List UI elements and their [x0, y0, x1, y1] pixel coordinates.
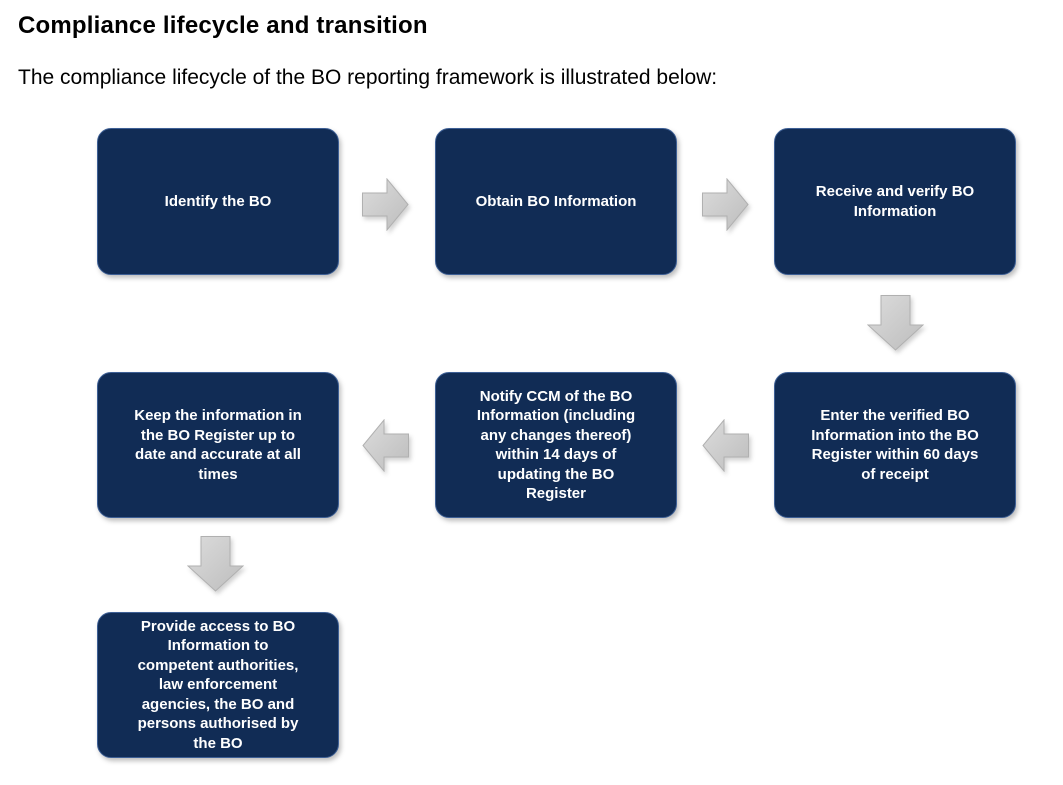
arrow-right-icon — [362, 178, 409, 231]
arrow-down-icon — [867, 295, 924, 351]
flow-box-label: Obtain BO Information — [475, 192, 637, 210]
arrow-right-icon — [702, 178, 749, 231]
flow-box-keep-register-up-to-date: Keep the information in the BO Register … — [97, 372, 339, 518]
arrow-left-icon — [702, 419, 749, 472]
flow-box-label: Identify the BO — [164, 192, 272, 210]
flow-box-label: Keep the information in the BO Register … — [134, 407, 302, 483]
flow-box-identify-bo: Identify the BO — [97, 128, 339, 275]
flow-box-label: Receive and verify BO Information — [815, 183, 975, 220]
page-title: Compliance lifecycle and transition — [18, 12, 428, 39]
flow-box-obtain-bo-information: Obtain BO Information — [435, 128, 677, 275]
flow-box-label: Notify CCM of the BO Information (includ… — [476, 387, 636, 503]
flow-box-notify-ccm: Notify CCM of the BO Information (includ… — [435, 372, 677, 518]
page-subtitle: The compliance lifecycle of the BO repor… — [18, 66, 718, 89]
flow-box-label: Enter the verified BO Information into t… — [811, 407, 979, 483]
flow-box-provide-access-to-bo-information: Provide access to BO Information to comp… — [97, 612, 339, 758]
arrow-down-icon — [187, 536, 244, 592]
arrow-left-icon — [362, 419, 409, 472]
flow-box-receive-verify-bo-information: Receive and verify BO Information — [774, 128, 1016, 275]
flow-box-label: Provide access to BO Information to comp… — [137, 617, 299, 752]
flow-box-enter-verified-bo-information: Enter the verified BO Information into t… — [774, 372, 1016, 518]
